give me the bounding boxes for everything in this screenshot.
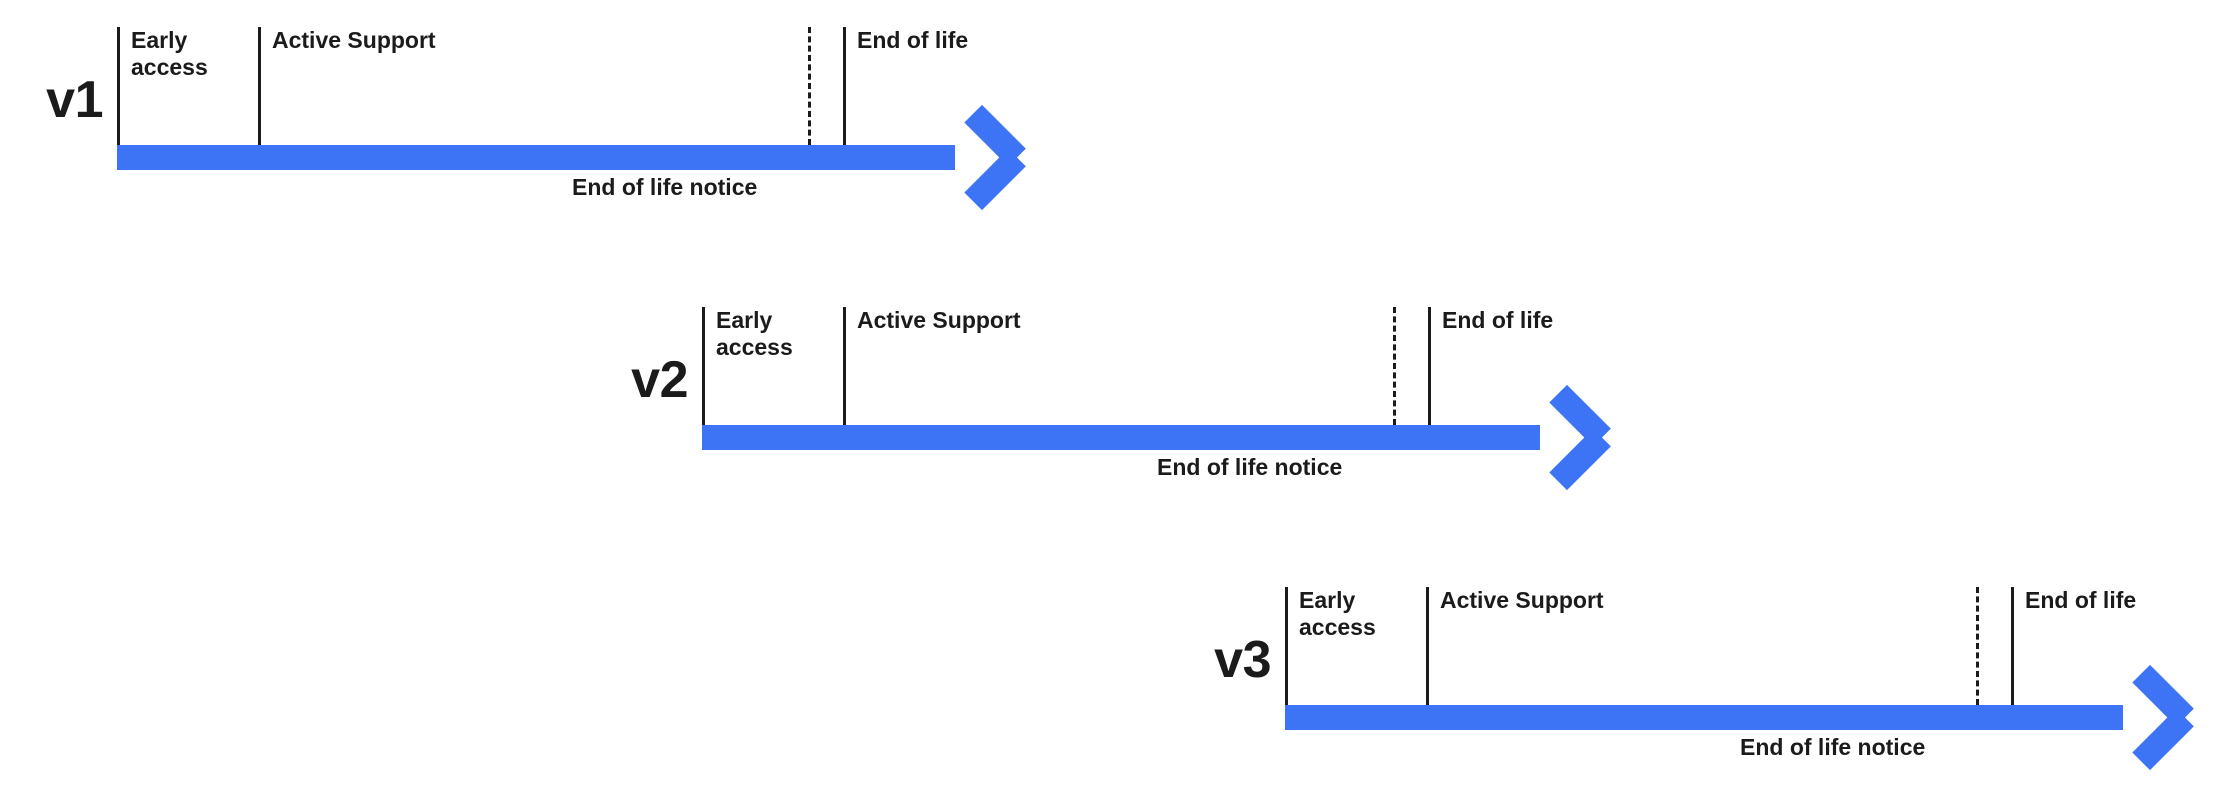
lifecycle-track-v3 <box>1285 705 2123 730</box>
lifecycle-track-v2 <box>702 425 1540 450</box>
phase-label-end-of-life-v1: End of life <box>857 27 969 53</box>
notice-label-v2: End of life notice <box>1157 454 1343 480</box>
tick-end-of-life-notice-v2 <box>1393 307 1396 425</box>
tick-start-v1 <box>117 27 120 145</box>
tick-start-v3 <box>1285 587 1288 705</box>
arrowhead-icon <box>1540 384 1612 491</box>
phase-label-active-support-v2: Active Support <box>857 307 1021 333</box>
lifecycle-track-v1 <box>117 145 955 170</box>
tick-end-of-life-notice-v1 <box>808 27 811 145</box>
phase-label-active-support-v1: Active Support <box>272 27 436 53</box>
version-label-v3: v3 <box>1214 631 1271 689</box>
phase-label-active-support-v3: Active Support <box>1440 587 1604 613</box>
arrowhead-lower-stroke <box>964 104 1026 167</box>
tick-end-of-life-start-v1 <box>843 27 846 145</box>
arrowhead-icon <box>955 104 1027 211</box>
timeline-row-v3: v3 Early access Active Support End of li… <box>1214 582 2228 812</box>
arrowhead-lower-stroke <box>1549 384 1611 447</box>
phase-label-end-of-life-v2: End of life <box>1442 307 1554 333</box>
phase-label-early-access-v3: Early access <box>1299 587 1376 641</box>
timeline-row-v2: v2 Early access Active Support End of li… <box>631 302 1662 552</box>
version-label-v2: v2 <box>631 351 688 409</box>
tick-early-access-end-v1 <box>258 27 261 145</box>
arrowhead-icon <box>2123 664 2195 771</box>
tick-end-of-life-start-v3 <box>2011 587 2014 705</box>
timeline-row-v1: v1 Early access Active Support End of li… <box>46 22 1077 272</box>
phase-label-early-access-v2: Early access <box>716 307 793 361</box>
notice-label-v3: End of life notice <box>1740 734 1926 760</box>
tick-end-of-life-notice-v3 <box>1976 587 1979 705</box>
notice-label-v1: End of life notice <box>572 174 758 200</box>
tick-end-of-life-start-v2 <box>1428 307 1431 425</box>
version-label-v1: v1 <box>46 71 103 129</box>
tick-start-v2 <box>702 307 705 425</box>
arrowhead-lower-stroke <box>2132 664 2194 727</box>
tick-early-access-end-v2 <box>843 307 846 425</box>
tick-early-access-end-v3 <box>1426 587 1429 705</box>
phase-label-end-of-life-v3: End of life <box>2025 587 2137 613</box>
phase-label-early-access-v1: Early access <box>131 27 208 81</box>
